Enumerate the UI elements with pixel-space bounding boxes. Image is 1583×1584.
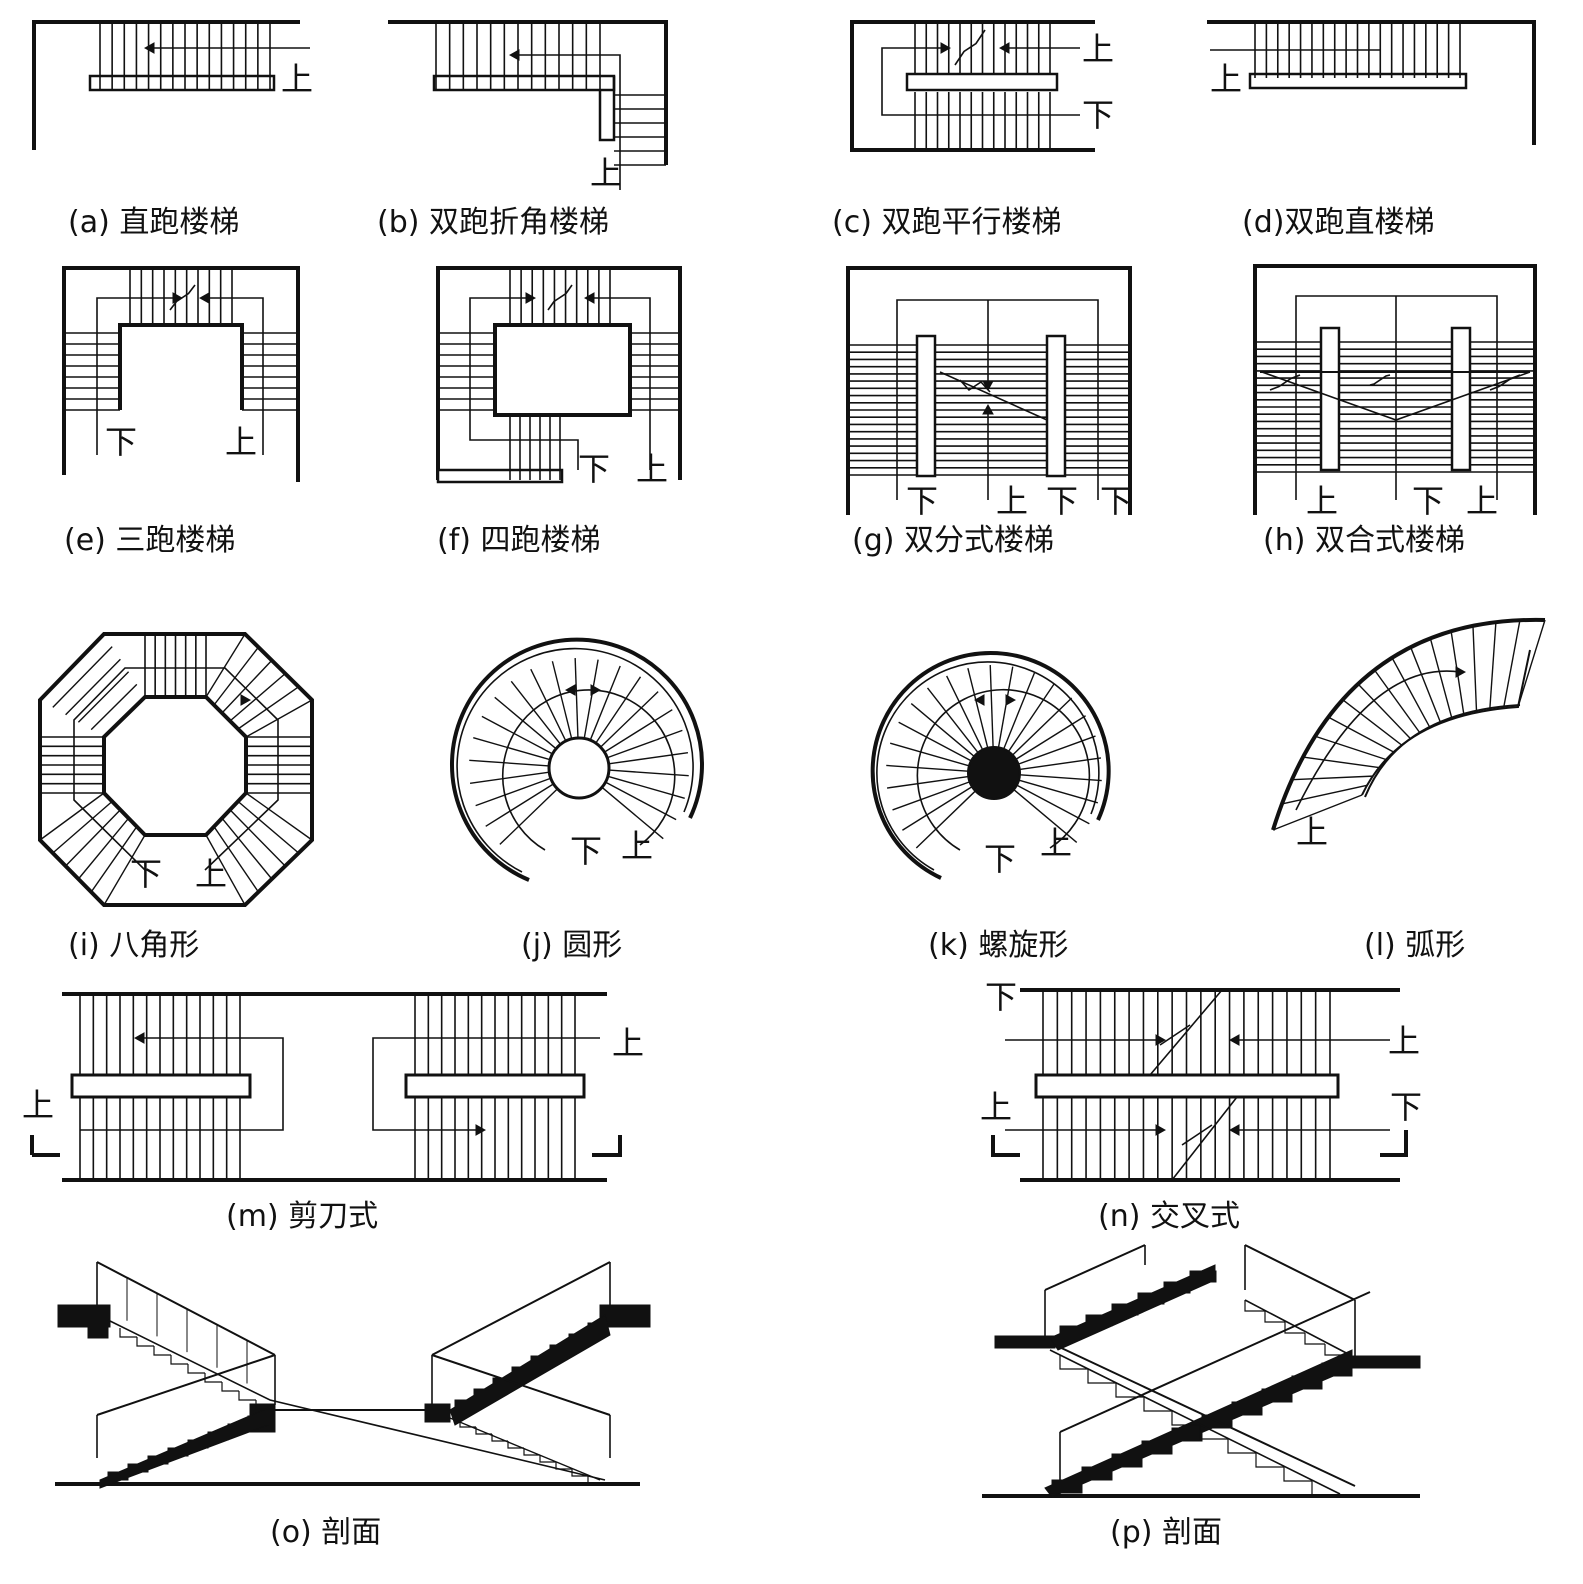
caption-l: (l) 弧形 [1364, 928, 1465, 963]
stair-j [450, 637, 704, 882]
stair-a [32, 20, 310, 150]
stair-f [436, 266, 682, 484]
mark-h-down: 下 [1412, 482, 1444, 520]
caption-i: (i) 八角形 [68, 928, 199, 963]
mark-f-down: 下 [578, 450, 610, 488]
mark-n-down-1: 下 [985, 978, 1017, 1016]
caption-o: (o) 剖面 [270, 1515, 381, 1550]
caption-f: (f) 四跑楼梯 [437, 523, 601, 558]
caption-p: (p) 剖面 [1110, 1515, 1222, 1550]
mark-i-up: 上 [195, 855, 227, 893]
caption-g: (g) 双分式楼梯 [852, 523, 1054, 558]
mark-h-up-1: 上 [1306, 482, 1338, 520]
stair-l [1271, 617, 1546, 831]
mark-l-up: 上 [1296, 813, 1328, 851]
caption-c: (c) 双跑平行楼梯 [832, 205, 1061, 240]
mark-j-down: 下 [570, 832, 602, 870]
mark-j-up: 上 [621, 827, 653, 865]
mark-g-down-2: 下 [1046, 482, 1078, 520]
mark-g-down-3: 下 [1100, 482, 1132, 520]
mark-n-up-2: 上 [980, 1088, 1012, 1126]
stair-d [1207, 20, 1536, 145]
mark-k-down: 下 [984, 840, 1016, 878]
stair-k [870, 651, 1111, 880]
caption-b: (b) 双跑折角楼梯 [377, 205, 609, 240]
caption-k: (k) 螺旋形 [928, 928, 1068, 963]
stair-b [388, 20, 668, 190]
caption-h: (h) 双合式楼梯 [1263, 523, 1465, 558]
mark-c-up: 上 [1082, 30, 1114, 68]
stair-n [991, 988, 1408, 1182]
mark-m-up-1: 上 [612, 1024, 644, 1062]
mark-f-up: 上 [636, 450, 668, 488]
mark-n-down-2: 下 [1390, 1088, 1422, 1126]
mark-e-up: 上 [225, 423, 257, 461]
stair-e [62, 266, 300, 482]
stair-h [1253, 264, 1537, 515]
caption-a: (a) 直跑楼梯 [68, 205, 239, 240]
stair-o [55, 1261, 651, 1489]
stair-p [982, 1244, 1421, 1498]
caption-n: (n) 交叉式 [1098, 1199, 1240, 1234]
mark-k-up: 上 [1040, 824, 1072, 862]
mark-c-down: 下 [1082, 96, 1114, 134]
stair-drawings [30, 20, 1546, 1498]
stair-c [850, 20, 1095, 152]
mark-d-up: 上 [1210, 60, 1242, 98]
mark-g-down-1: 下 [906, 482, 938, 520]
stair-i [38, 632, 314, 907]
caption-m: (m) 剪刀式 [226, 1199, 378, 1234]
mark-m-up-2: 上 [22, 1086, 54, 1124]
mark-h-up-2: 上 [1466, 482, 1498, 520]
mark-g-up: 上 [996, 482, 1028, 520]
mark-e-down: 下 [105, 423, 137, 461]
caption-j: (j) 圆形 [521, 928, 622, 963]
direction-marks: 上 上 上 下 上 下 上 下 上 下 上 下 下 上 下 上 下 上 下 上 … [22, 30, 1498, 1126]
mark-b-up: 上 [590, 154, 622, 192]
mark-n-up-1: 上 [1388, 1022, 1420, 1060]
stair-g [846, 266, 1132, 515]
stair-m [30, 992, 622, 1182]
caption-e: (e) 三跑楼梯 [64, 523, 235, 558]
caption-d: (d)双跑直楼梯 [1242, 205, 1434, 240]
mark-a-up: 上 [281, 60, 313, 98]
mark-i-down: 下 [130, 855, 162, 893]
